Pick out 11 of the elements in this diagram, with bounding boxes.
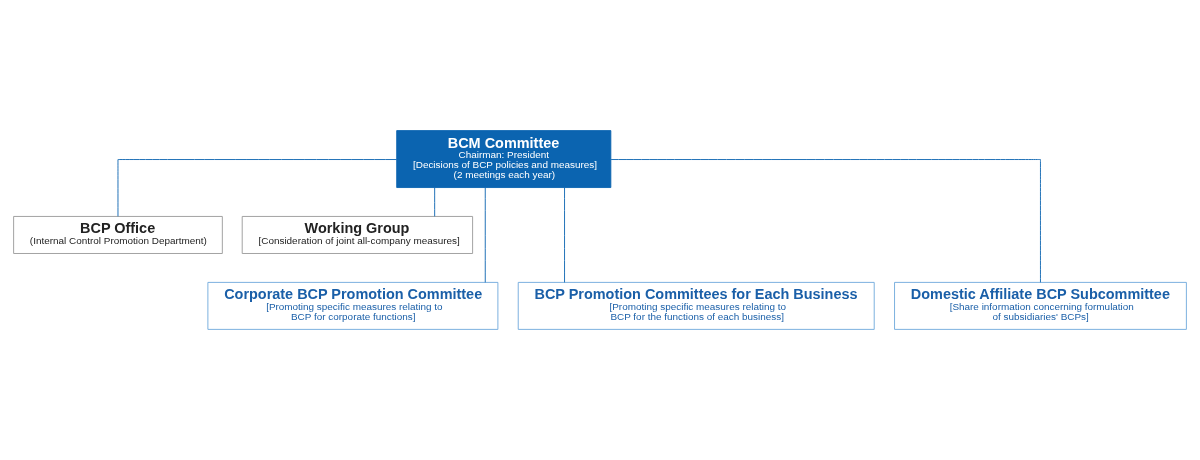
node-box: BCP Office (Internal Control Promotion Department) bbox=[13, 216, 223, 254]
node-box: BCP Promotion Committees for Each Business [Promoting specific measures relating to BCP for the functions of each business] bbox=[517, 281, 875, 330]
node-box: BCM Committee Chairman: President [Decisions of BCP policies and measures] (2 meetings each year) bbox=[396, 130, 612, 188]
node-box: Domestic Affiliate BCP Subcommittee [Share information concerning formulation of subsidiaries' BCPs] bbox=[894, 281, 1187, 330]
node-box: Corporate BCP Promotion Committee [Promoting specific measures relating to BCP for corporate functions] bbox=[207, 281, 499, 330]
connector bbox=[117, 159, 397, 217]
connector bbox=[610, 159, 1041, 283]
connector bbox=[484, 187, 486, 283]
connector bbox=[564, 187, 565, 283]
connector bbox=[434, 187, 436, 217]
node-box: Working Group [Consideration of joint all-company measures] bbox=[241, 216, 474, 254]
